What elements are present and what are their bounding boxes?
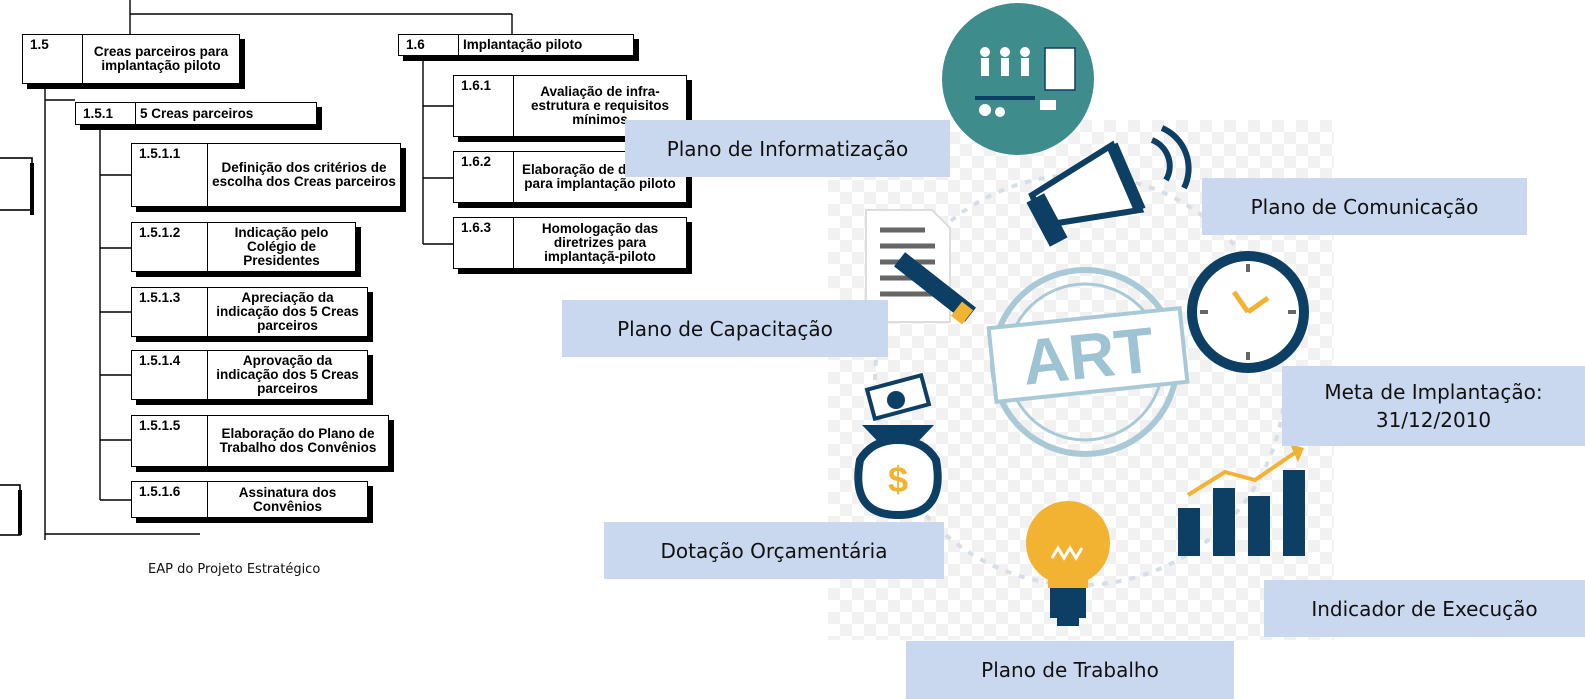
growth-chart-icon (1178, 444, 1305, 556)
wbs-label: Homologação das diretrizes para implanta… (541, 221, 659, 264)
wbs-code: 1.5.1.1 (139, 146, 181, 161)
lightbulb-icon (1026, 501, 1110, 626)
wbs-node-1-5-1: 1.5.1 5 Creas parceiros (75, 102, 317, 125)
meta-line-2: 31/12/2010 (1375, 408, 1492, 432)
money-bag-icon: $ (854, 372, 942, 520)
wbs-label: Apreciação da indicação dos 5 Creas parc… (216, 290, 359, 333)
wbs-code: 1.6.1 (461, 78, 492, 93)
wbs-node-1-5: 1.5 Creas parceiros para implantação pil… (22, 34, 240, 84)
wbs-label: Assinatura dos Convênios (238, 484, 337, 514)
megaphone-icon (1026, 125, 1192, 247)
wbs-code: 1.5.1.2 (139, 225, 181, 240)
svg-text:$: $ (888, 459, 908, 500)
wbs-label: Aprovação da indicação dos 5 Creas parce… (216, 353, 359, 396)
label-plano-comunicacao: Plano de Comunicação (1202, 178, 1527, 235)
wbs-caption: EAP do Projeto Estratégico (148, 562, 321, 577)
wbs-label: Implantação piloto (463, 37, 583, 52)
wbs-node-1-5-1-5: 1.5.1.5 Elaboração do Plano de Trabalho … (131, 415, 389, 467)
wbs-code: 1.5.1.4 (139, 353, 181, 368)
wbs-node-1-6: 1.6 Implantação piloto (398, 34, 634, 56)
clock-icon (1187, 251, 1309, 373)
wbs-node-1-5-1-6: 1.5.1.6 Assinatura dos Convênios (131, 481, 368, 518)
team-automation-icon (942, 3, 1094, 155)
label-plano-trabalho: Plano de Trabalho (906, 641, 1234, 699)
label-plano-informatizacao: Plano de Informatização (625, 120, 950, 177)
wbs-label: 5 Creas parceiros (140, 105, 254, 121)
wbs-node-1-6-3: 1.6.3 Homologação das diretrizes para im… (453, 217, 687, 269)
wbs-node-1-5-1-1: 1.5.1.1 Definição dos critérios de escol… (131, 143, 401, 207)
wbs-node-1-5-1-4: 1.5.1.4 Aprovação da indicação dos 5 Cre… (131, 350, 368, 400)
wbs-code: 1.5.1 (83, 105, 114, 121)
wbs-code: 1.5.1.3 (139, 290, 181, 305)
art-text: ART (1019, 313, 1157, 398)
wbs-label: Elaboração do Plano de Trabalho dos Conv… (219, 426, 377, 455)
wbs-code: 1.5.1.5 (139, 418, 181, 433)
wbs-code: 1.6.2 (461, 154, 492, 169)
wbs-node-1-5-1-3: 1.5.1.3 Apreciação da indicação dos 5 Cr… (131, 287, 368, 337)
label-meta-implantacao: Meta de Implantação: 31/12/2010 (1282, 366, 1585, 446)
wbs-label: Indicação pelo Colégio de Presidentes (234, 225, 329, 268)
wbs-label: Creas parceiros para implantação piloto (93, 44, 229, 73)
label-plano-capacitacao: Plano de Capacitação (562, 300, 888, 357)
art-stamp-icon: ART (986, 267, 1190, 457)
label-dotacao-orcamentaria: Dotação Orçamentária (604, 522, 944, 579)
wbs-code: 1.6 (406, 37, 425, 52)
wbs-code: 1.5.1.6 (139, 484, 181, 499)
wbs-label: Avaliação de infra-estrutura e requisito… (530, 84, 670, 127)
meta-line-1: Meta de Implantação: (1324, 380, 1543, 404)
wbs-label: Definição dos critérios de escolha dos C… (212, 160, 396, 189)
label-indicador-execucao: Indicador de Execução (1264, 580, 1585, 637)
wbs-code: 1.6.3 (461, 220, 492, 235)
wbs-node-1-5-1-2: 1.5.1.2 Indicação pelo Colégio de Presid… (131, 222, 356, 272)
wbs-code: 1.5 (30, 37, 49, 52)
